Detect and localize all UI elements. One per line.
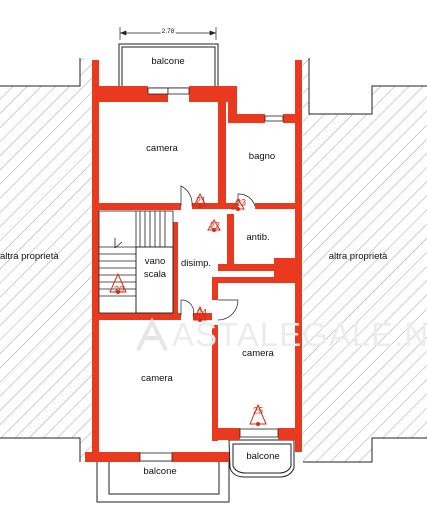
- room-label-vano: vano: [144, 256, 166, 267]
- door-swings: [180, 185, 256, 321]
- photo-marker-24: 24: [196, 307, 208, 318]
- room-label-balcone-bottom-left: balcone: [143, 466, 177, 477]
- room-label-camera-top: camera: [146, 143, 178, 154]
- room-label-bagno: bagno: [248, 151, 276, 162]
- room-label-antibagno: antib.: [246, 232, 270, 243]
- photo-marker-25: 25: [252, 405, 264, 416]
- watermark-logo: [136, 317, 168, 351]
- photo-marker-21: 21: [195, 195, 207, 206]
- hatched-area-left: [0, 58, 92, 462]
- photo-marker-23: 23: [235, 197, 247, 208]
- room-label-camera-bottom-right: camera: [242, 348, 274, 359]
- watermark-text: ASTALEGALE.NET: [172, 316, 427, 353]
- neighbor-label-left: altra proprietà: [0, 251, 59, 262]
- walls: [85, 60, 302, 462]
- balcony-bottom: [96, 439, 295, 503]
- neighbor-label-right: altra proprietà: [328, 251, 388, 262]
- photo-marker-20: 20: [113, 284, 125, 295]
- dimension-label: 2.78: [160, 28, 176, 36]
- photo-marker-cones: [109, 192, 267, 426]
- room-label-scala: scala: [143, 269, 167, 280]
- room-label-disimpegno: disimp.: [180, 258, 212, 269]
- hatched-area-right: [303, 58, 427, 463]
- room-label-balcone-top: balcone: [151, 56, 185, 67]
- photo-marker-22: 22: [209, 220, 221, 231]
- windows: [139, 87, 284, 462]
- room-label-camera-bottom-left: camera: [141, 373, 173, 384]
- room-label-balcone-bottom-right: balcone: [246, 451, 280, 462]
